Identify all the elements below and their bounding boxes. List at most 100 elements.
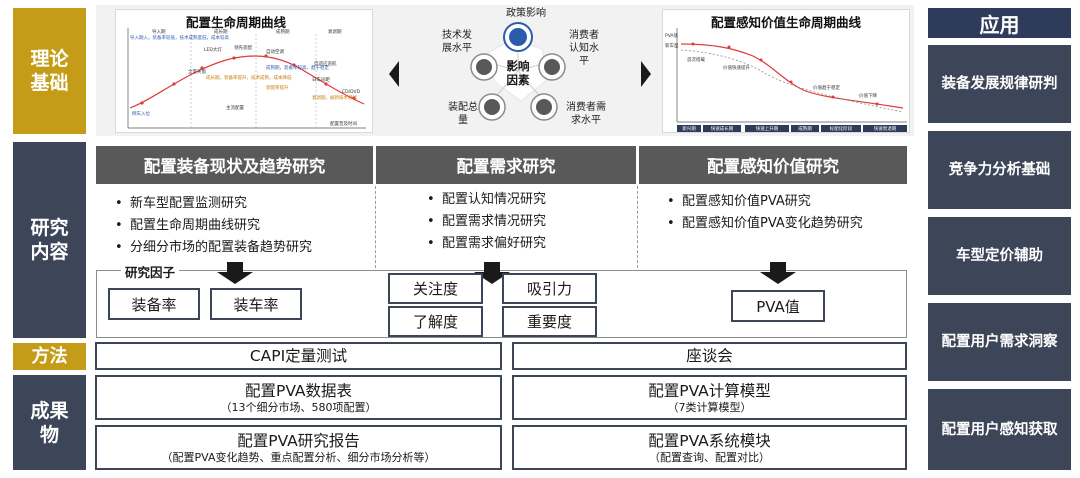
application-item: 配置用户感知获取: [928, 389, 1071, 470]
factor-box: 重要度: [502, 306, 597, 337]
outcome-subtitle: （配置PVA变化趋势、重点配置分析、细分市场分析等）: [161, 450, 436, 464]
phase-label: 导入期: [152, 30, 166, 35]
bullet-item: 配置生命周期曲线研究: [112, 215, 372, 237]
factor-consumer-demand: 消费者需求水平: [566, 102, 606, 126]
section-label-theory: 理论 基础: [13, 8, 86, 134]
bullet-item: 配置认知情况研究: [424, 189, 634, 211]
pva-note: PVA值: [665, 34, 679, 39]
outcome-title: 配置PVA研究报告: [237, 431, 360, 450]
chart-note: 主流配置: [226, 106, 244, 111]
research-column-header: 配置装备现状及趋势研究: [96, 146, 373, 184]
factor-box: 装车率: [210, 288, 302, 320]
influence-hub-label: 影响 因素: [506, 59, 530, 87]
arrow-down-icon: [474, 262, 510, 284]
research-factor-title: 研究因子: [121, 262, 180, 281]
phase-label: 衰退期: [328, 30, 342, 35]
chevron-left-icon: [389, 61, 399, 87]
pva-note: 新车型: [665, 44, 679, 49]
lifecycle-chart: 配置生命周期曲线 导入期 成长期 成熟期 衰退期 导入期入，装备率较低，技术成熟…: [115, 9, 373, 133]
arrow-down-icon: [217, 262, 253, 284]
research-column-header: 配置需求研究: [376, 146, 636, 184]
lifecycle-chart-title: 配置生命周期曲线: [186, 15, 287, 30]
application-item: 装备发展规律研判: [928, 45, 1071, 123]
x-axis-label: 配置普及时间: [330, 122, 357, 127]
application-item: 竞争力分析基础: [928, 131, 1071, 209]
factor-box: 吸引力: [502, 273, 597, 304]
chart-note: 衰退期，被新技术替代: [312, 96, 357, 101]
outcome-box: 配置PVA系统模块 （配置查询、配置对比）: [512, 425, 907, 470]
application-item: 车型定价辅助: [928, 217, 1071, 295]
chart-note: CD/DVD: [342, 90, 361, 95]
pva-segment: 快速衰退期: [863, 125, 907, 132]
chart-note: 日车间距: [312, 78, 330, 83]
chart-note: 自适应巡航: [314, 62, 337, 67]
pva-segment: 新兴期: [677, 125, 701, 132]
factor-box: PVA值: [731, 290, 825, 322]
chart-note: 全景天窗: [188, 70, 206, 75]
pva-note: 价值趋于稳定: [813, 86, 840, 91]
pva-chart-title: 配置感知价值生命周期曲线: [711, 15, 862, 30]
method-label: 座谈会: [686, 346, 733, 365]
pva-note: 首次搭载: [687, 58, 705, 63]
bullet-item: 新车型配置监测研究: [112, 193, 372, 215]
outcome-box: 配置PVA计算模型 （7类计算模型）: [512, 375, 907, 420]
pva-segment: 快速上升期: [745, 125, 789, 132]
phase-label: 成熟期: [276, 30, 290, 35]
chart-note: LED大灯: [204, 48, 222, 53]
pva-note: 价值下降: [859, 94, 877, 99]
outcome-box: 配置PVA研究报告 （配置PVA变化趋势、重点配置分析、细分市场分析等）: [95, 425, 502, 470]
chart-note: 倒车入位: [132, 112, 150, 117]
outcome-subtitle: （7类计算模型）: [667, 400, 752, 414]
lifecycle-curve-svg: [127, 28, 366, 129]
factor-consumer-awareness: 消费者认知水平: [569, 30, 599, 67]
outcome-title: 配置PVA数据表: [244, 381, 353, 400]
method-box: CAPI定量测试: [95, 342, 502, 370]
phase-label: 成长期: [214, 30, 228, 35]
factor-box: 关注度: [388, 273, 483, 304]
influence-diagram: 政策影响 消费者认知水平 消费者需求水平 装配总量 技术发展水平 影响 因素: [416, 5, 636, 136]
bullet-item: 配置需求情况研究: [424, 211, 634, 233]
column-divider: [637, 186, 638, 268]
pva-segment: 快速成长期: [703, 125, 741, 132]
bullet-item: 配置感知价值PVA研究: [664, 191, 874, 213]
pva-segment: 标配化阶段: [821, 125, 861, 132]
research-bullet-list: 配置认知情况研究 配置需求情况研究 配置需求偏好研究: [424, 189, 634, 255]
outcome-subtitle: （13个细分市场、580项配置）: [220, 400, 377, 414]
factor-box: 了解度: [388, 306, 483, 337]
pva-note: 价值快速提升: [723, 66, 750, 71]
factor-tech-level: 技术发展水平: [442, 30, 472, 54]
theory-panel: 配置生命周期曲线 导入期 成长期 成熟期 衰退期 导入期入，装备率较低，技术成熟…: [96, 5, 914, 136]
research-bullet-list: 新车型配置监测研究 配置生命周期曲线研究 分细分市场的配置装备趋势研究: [112, 193, 372, 259]
outcome-title: 配置PVA系统模块: [648, 431, 771, 450]
bullet-item: 配置感知价值PVA变化趋势研究: [664, 213, 874, 235]
section-label-outcome: 成果 物: [13, 375, 86, 470]
pva-chart: 配置感知价值生命周期曲线 新车型 PVA值 首次搭载 价值快速提升 价值趋于稳定…: [662, 9, 910, 133]
chart-note: 成长期，装备率提升，技术成熟，成本降低: [206, 76, 292, 81]
arrow-down-icon: [760, 262, 796, 284]
factor-box: 装备率: [108, 288, 200, 320]
application-item: 配置用户需求洞察: [928, 303, 1071, 381]
factor-total-fitment: 装配总量: [448, 102, 478, 126]
bullet-item: 配置需求偏好研究: [424, 233, 634, 255]
outcome-box: 配置PVA数据表 （13个细分市场、580项配置）: [95, 375, 502, 420]
research-bullet-list: 配置感知价值PVA研究 配置感知价值PVA变化趋势研究: [664, 191, 874, 235]
research-column-header: 配置感知价值研究: [639, 146, 907, 184]
bullet-item: 分细分市场的配置装备趋势研究: [112, 237, 372, 259]
outcome-title: 配置PVA计算模型: [648, 381, 771, 400]
pva-segment: 成熟期: [791, 125, 819, 132]
factor-policy: 政策影响: [506, 8, 546, 19]
section-label-method: 方法: [13, 343, 86, 370]
chevron-right-icon: [641, 61, 651, 87]
chart-note: 领先装配: [234, 46, 252, 51]
section-label-research: 研究 内容: [13, 142, 86, 338]
column-divider: [375, 186, 376, 268]
chart-note: 导入期入，装备率较低，技术成熟度低，成本较高: [130, 36, 229, 41]
outcome-subtitle: （配置查询、配置对比）: [649, 450, 770, 464]
chart-note: 自动空调: [266, 50, 284, 55]
influence-diagram-svg: [470, 22, 566, 121]
pva-curve-svg: [676, 28, 907, 123]
chart-note: 成熟期，装备率较高，趋于稳定: [266, 66, 329, 71]
method-box: 座谈会: [512, 342, 907, 370]
chart-note: 装配率提升: [266, 86, 289, 91]
application-header: 应用: [928, 8, 1071, 38]
